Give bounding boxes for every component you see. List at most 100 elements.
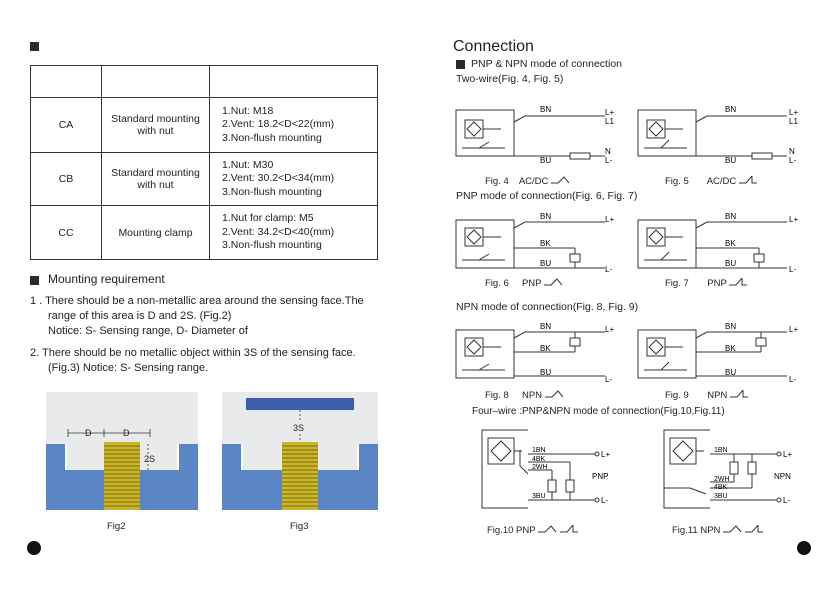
fig-number: Fig. 6 <box>485 278 509 289</box>
table-header-cell <box>30 65 102 98</box>
wire-3bu: 3BU <box>714 493 728 500</box>
table-cell-mount: Standard mounting with nut <box>101 97 210 153</box>
fig-number: Fig. 5 <box>665 176 689 187</box>
switch-pair-icon <box>723 523 764 533</box>
fig2-illustration: D D 2S <box>46 392 198 510</box>
fig6-caption: Fig. 6 PNP <box>485 278 563 289</box>
switch-pair-icon <box>538 523 579 533</box>
fig4-diagram: BN BU L+ L1 N L- <box>455 105 614 165</box>
terminal-lplus: L+ <box>601 450 610 459</box>
terminal-lminus: L- <box>605 265 612 274</box>
fig-number: Fig.10 PNP <box>487 525 536 536</box>
terminal-lplus: L+ <box>789 108 798 117</box>
terminal-lplus: L+ <box>789 215 798 224</box>
wire-label-bn: BN <box>725 212 736 221</box>
switch-nc-icon <box>738 174 757 184</box>
terminal-lplus: L+ <box>605 108 614 117</box>
fig3-3s-label: 3S <box>293 423 304 433</box>
fig3-svg: 3S <box>222 398 378 510</box>
fig-mode: PNP <box>521 278 542 289</box>
wire-label-bu: BU <box>540 156 551 165</box>
page-dot-left <box>27 541 41 555</box>
npn-mode-heading: NPN mode of connection(Fig. 8, Fig. 9) <box>456 301 639 313</box>
wire-label-bn: BN <box>725 105 736 114</box>
fig10-diagram: 1BN 4BK 2WH 3BU L+ L- PNP <box>481 429 610 509</box>
table-cell-specs: 1.Nut: M30 2.Vent: 30.2<D<34(mm) 3.Non-f… <box>209 152 378 206</box>
mode-pnp-label: PNP <box>592 472 608 481</box>
four-wire-heading: Four–wire :PNP&NPN mode of connection(Fi… <box>472 406 725 417</box>
terminal-lplus: L+ <box>789 325 798 334</box>
terminal-lplus: L+ <box>605 325 614 334</box>
fig9-caption: Fig. 9 NPN <box>665 388 748 401</box>
req-line: 1 . There should be a non-metallic area … <box>30 295 364 307</box>
two-wire-heading: Two-wire(Fig. 4, Fig. 5) <box>456 73 564 85</box>
fig6-diagram: BN BK BU L+ L- <box>455 212 614 274</box>
fig8-caption: Fig. 8 NPN <box>485 390 564 401</box>
fig11-caption: Fig.11 NPN <box>672 523 764 536</box>
req-line: 2. There should be no metallic object wi… <box>30 347 356 359</box>
switch-no-icon <box>551 176 570 184</box>
terminal-lplus: L+ <box>605 215 614 224</box>
wire-4bk: 4BK <box>532 456 546 463</box>
table-cell-code: CB <box>30 152 102 206</box>
table-header-cell <box>101 65 210 98</box>
table-cell-mount: Mounting clamp <box>101 205 210 260</box>
wire-1bn: 1BN <box>532 447 546 454</box>
req-line: (Fig.3) Notice: S- Sensing range. <box>48 362 209 374</box>
wire-3bu: 3BU <box>532 493 546 500</box>
wire-label-bn: BN <box>725 322 736 331</box>
fig7-caption: Fig. 7 PNP <box>665 276 748 289</box>
fig7-diagram: BN BK BU L+ L- <box>637 212 798 274</box>
fig2-svg: D D 2S <box>46 428 198 510</box>
wire-label-bk: BK <box>540 344 551 353</box>
fig10-caption: Fig.10 PNP <box>487 523 579 536</box>
table-cell-specs: 1.Nut for clamp: M5 2.Vent: 34.2<D<40(mm… <box>209 205 378 260</box>
wire-label-bk: BK <box>725 239 736 248</box>
wire-label-bu: BU <box>540 259 551 268</box>
wire-2wh: 2WH <box>532 464 548 471</box>
mounting-table: CA Standard mounting with nut 1.Nut: M18… <box>30 65 378 260</box>
terminal-l1: L1 <box>789 117 798 126</box>
terminal-lplus: L+ <box>783 450 792 459</box>
requirement-2: 2. There should be no metallic object wi… <box>30 346 356 376</box>
req-line: Notice: S- Sensing range, D- Diameter of <box>48 325 248 337</box>
connection-subtitle: PNP & NPN mode of connection <box>471 58 622 70</box>
spec-line: 2.Vent: 30.2<D<34(mm) <box>222 172 335 185</box>
fig2-d-label-1: D <box>85 428 92 438</box>
terminal-l1: L1 <box>605 117 614 126</box>
mount-text: Standard mounting with nut <box>111 113 200 137</box>
wire-label-bn: BN <box>540 212 551 221</box>
wire-label-bk: BK <box>540 239 551 248</box>
fig2-d-label-2: D <box>123 428 130 438</box>
terminal-lminus: L- <box>789 375 796 384</box>
fig9-diagram: BN BK BU L+ L- <box>637 322 798 384</box>
fig-number: Fig. 8 <box>485 390 509 401</box>
requirement-1: 1 . There should be a non-metallic area … <box>30 294 364 339</box>
page-title: Connection <box>453 38 534 55</box>
wire-label-bn: BN <box>540 322 551 331</box>
fig-number: Fig.11 NPN <box>672 525 721 536</box>
wire-2wh: 2WH <box>714 476 730 483</box>
table-header-cell <box>209 65 378 98</box>
terminal-lminus: L- <box>601 496 608 505</box>
spec-line: 1.Nut: M30 <box>222 158 274 171</box>
spec-line: 3.Non-flush mounting <box>222 185 322 198</box>
page-dot-right <box>797 541 811 555</box>
terminal-lminus: L- <box>789 265 796 274</box>
section-marker-square <box>456 60 465 69</box>
terminal-n: N <box>605 147 611 156</box>
wire-label-bk: BK <box>725 344 736 353</box>
fig-mode: NPN <box>521 390 543 401</box>
mode-npn-label: NPN <box>774 472 791 481</box>
wire-label-bu: BU <box>725 156 736 165</box>
fig3-illustration: 3S <box>222 392 378 510</box>
table-cell-code: CC <box>30 205 102 260</box>
wire-4bk: 4BK <box>714 484 728 491</box>
fig2-2s-label: 2S <box>144 454 155 464</box>
table-row: CC Mounting clamp 1.Nut for clamp: M5 2.… <box>30 205 378 260</box>
mounting-title: Mounting requirement <box>48 272 165 286</box>
wire-1bn: 1BN <box>714 447 728 454</box>
fig-mode: PNP <box>707 278 727 289</box>
switch-no-icon <box>544 390 564 398</box>
spec-line: 2.Vent: 34.2<D<40(mm) <box>222 225 335 238</box>
